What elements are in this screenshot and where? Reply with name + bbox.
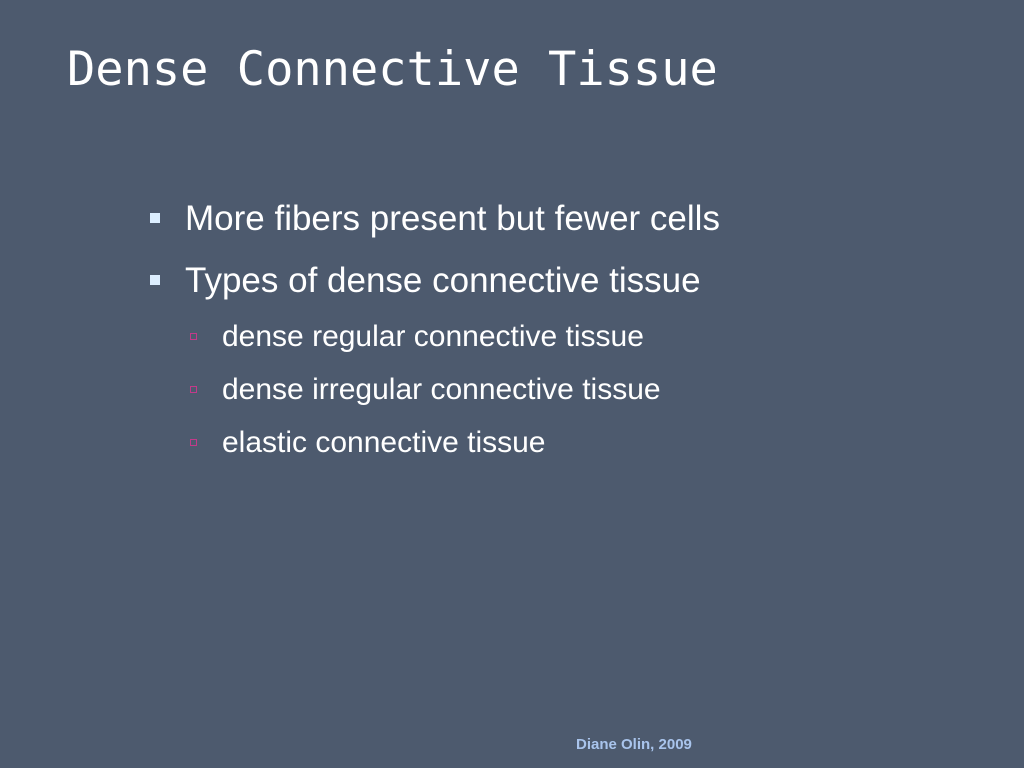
hollow-square-bullet-icon	[190, 439, 197, 446]
bullet-text: Types of dense connective tissue	[185, 261, 701, 300]
slide-title: Dense Connective Tissue	[67, 42, 718, 97]
sub-bullet-text: elastic connective tissue	[222, 426, 546, 459]
filled-square-bullet-icon	[150, 213, 160, 223]
hollow-square-bullet-icon	[190, 386, 197, 393]
filled-square-bullet-icon	[150, 275, 160, 285]
sub-bullet-text: dense regular connective tissue	[222, 320, 644, 353]
bullet-text: More fibers present but fewer cells	[185, 199, 720, 238]
hollow-square-bullet-icon	[190, 333, 197, 340]
sub-bullet-text: dense irregular connective tissue	[222, 373, 661, 406]
slide-footer: Diane Olin, 2009	[576, 736, 692, 753]
